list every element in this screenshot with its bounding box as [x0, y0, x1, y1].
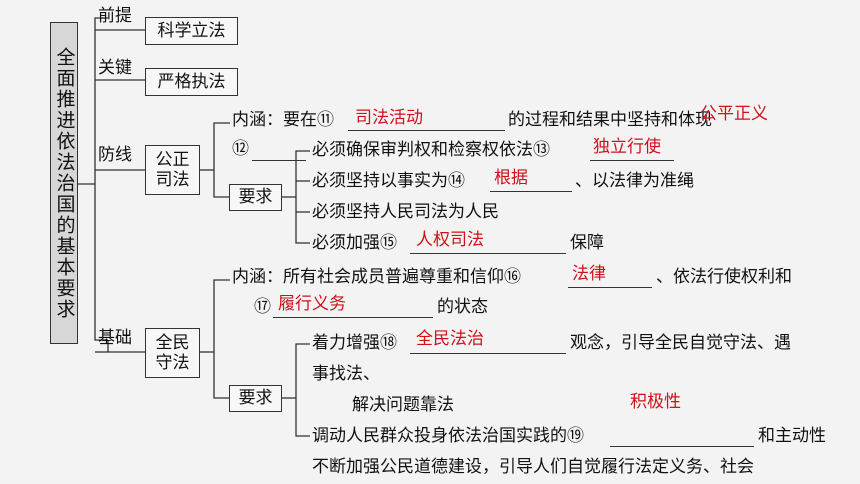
root-node: 全面推进依法治国的基本要求 — [50, 22, 78, 344]
branch-label-defense: 防线 — [98, 145, 132, 165]
defense-num-12: ⑫ — [232, 139, 249, 159]
node-foundation-text: 全民守法 — [155, 332, 190, 373]
root-title: 全面推进依法治国的基本要求 — [53, 46, 76, 320]
blank-17 — [273, 317, 433, 318]
answer-11: 司法活动 — [355, 108, 423, 128]
node-premise: 科学立法 — [145, 17, 238, 45]
foundation-req-1-suffix: 观念，引导全民自觉守法、遇 — [570, 333, 791, 353]
branch-label-premise: 前提 — [98, 6, 132, 26]
node-premise-text: 科学立法 — [157, 20, 226, 41]
defense-req-3: 必须坚持人民司法为人民 — [312, 202, 499, 222]
blank-18 — [410, 353, 566, 354]
defense-req-2-suffix: 、以法律为准绳 — [575, 171, 694, 191]
foundation-req-2-suffix: 和主动性 — [758, 426, 826, 446]
foundation-meaning2-suffix: 的状态 — [437, 297, 488, 317]
foundation-req-2: 调动人民群众投身依法治国实践的⑲ — [312, 426, 584, 446]
blank-14 — [490, 191, 572, 192]
node-defense: 公正司法 — [145, 145, 200, 195]
foundation-meaning-prefix: 内涵：所有社会成员普遍尊重和信仰⑯ — [232, 267, 521, 287]
blank-13 — [590, 160, 674, 161]
defense-req-4-suffix: 保障 — [570, 233, 604, 253]
answer-15: 人权司法 — [416, 230, 484, 250]
defense-req-1: 必须确保审判权和检察权依法⑬ — [312, 140, 550, 160]
blank-16 — [568, 287, 652, 288]
blank-15 — [410, 253, 566, 254]
blank-19 — [610, 446, 754, 447]
node-defense-text: 公正司法 — [155, 149, 190, 190]
defense-req-2: 必须坚持以事实为⑭ — [312, 171, 465, 191]
blank-12 — [252, 160, 306, 161]
foundation-req-1-line3: 解决问题靠法 — [352, 395, 454, 415]
answer-18: 全民法治 — [416, 329, 484, 349]
node-key: 严格执法 — [145, 68, 238, 96]
answer-13: 独立行使 — [593, 137, 661, 157]
defense-req-box: 要求 — [229, 184, 282, 211]
foundation-req-text: 要求 — [238, 388, 273, 409]
answer-12: 公平正义 — [700, 104, 768, 124]
foundation-meaning-suffix: 、依法行使权利和 — [656, 267, 792, 287]
answer-16: 法律 — [572, 264, 606, 284]
defense-meaning-suffix: 的过程和结果中坚持和体现 — [508, 110, 712, 130]
foundation-req-box: 要求 — [229, 385, 282, 412]
defense-req-text: 要求 — [238, 187, 273, 208]
blank-11 — [348, 130, 505, 131]
branch-label-key: 关键 — [98, 58, 132, 78]
answer-14: 根据 — [494, 168, 528, 188]
answer-17: 履行义务 — [278, 294, 346, 314]
foundation-req-1: 着力增强⑱ — [312, 333, 397, 353]
foundation-num-17: ⑰ — [254, 297, 271, 317]
node-key-text: 严格执法 — [157, 71, 226, 92]
foundation-req-3: 不断加强公民道德建设，引导人们自觉履行法定义务、社会 — [312, 457, 754, 477]
node-foundation: 全民守法 — [145, 328, 200, 378]
branch-label-foundation: 基础 — [98, 328, 132, 348]
answer-19: 积极性 — [630, 392, 681, 412]
defense-meaning-prefix: 内涵：要在⑪ — [232, 110, 334, 130]
defense-req-4: 必须加强⑮ — [312, 233, 397, 253]
foundation-req-1-line2: 事找法、 — [312, 364, 380, 384]
